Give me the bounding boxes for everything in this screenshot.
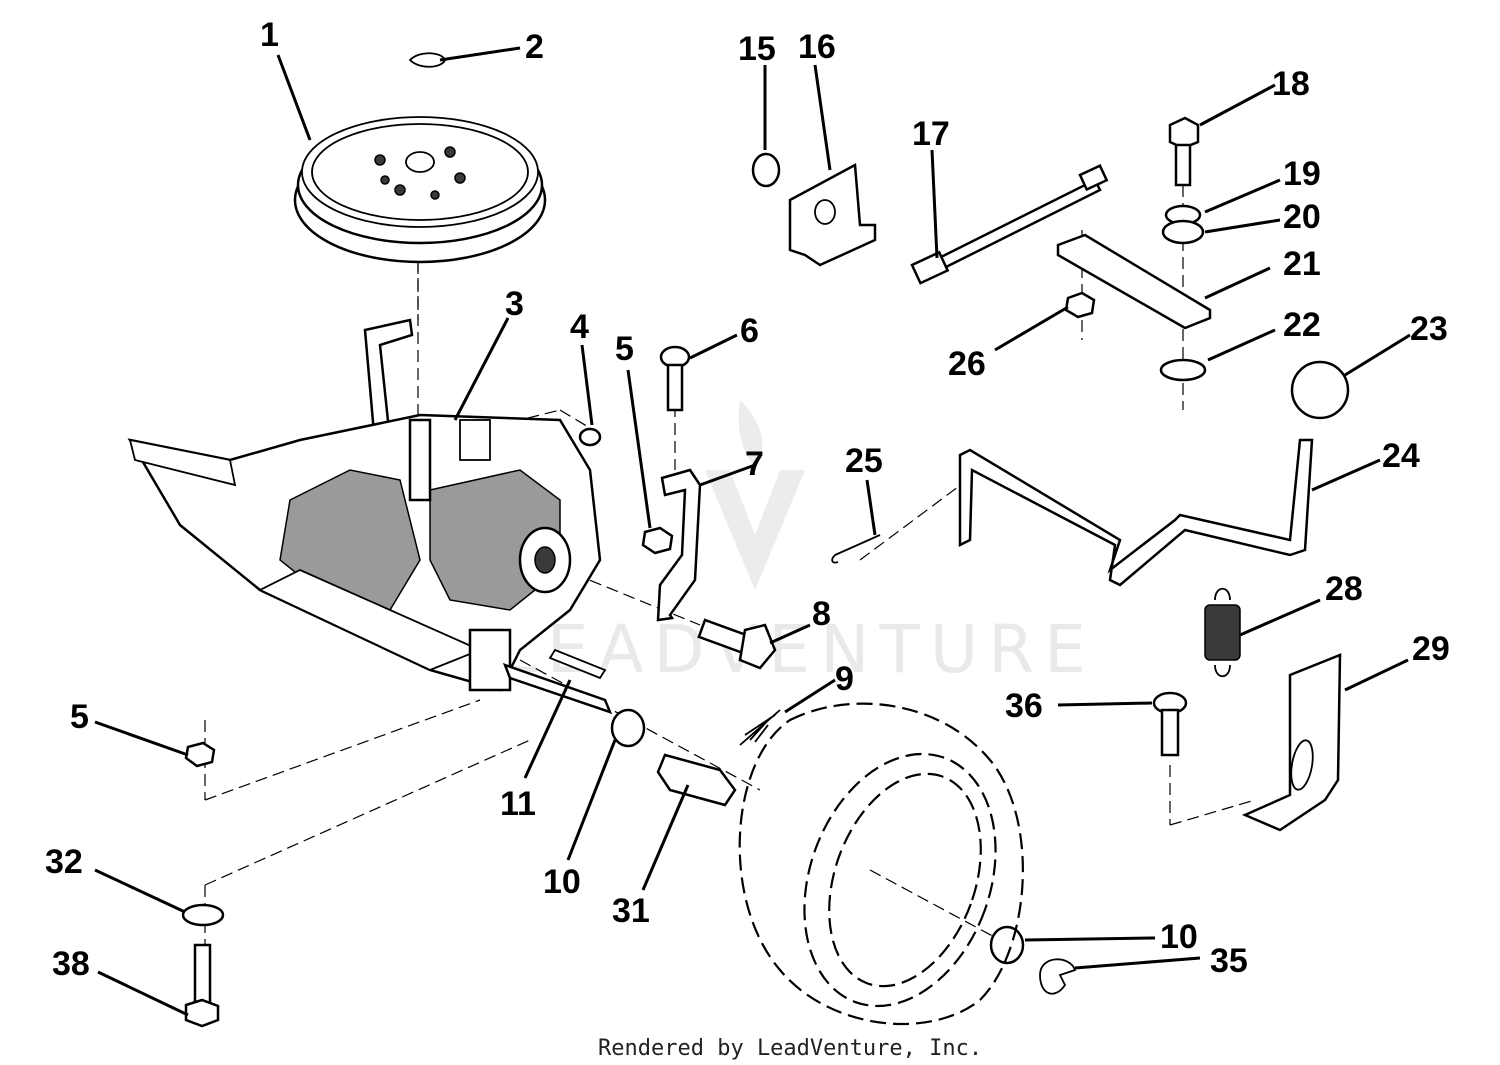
pulley [293, 116, 547, 264]
callout-4: 4 [570, 308, 589, 346]
callout-31: 31 [612, 892, 650, 930]
callout-10-wheel: 10 [1160, 918, 1198, 956]
callout-20: 20 [1283, 198, 1321, 236]
e-clip [1039, 958, 1077, 995]
axle-key [502, 662, 613, 715]
callout-16: 16 [798, 28, 836, 66]
woodruff-key [578, 427, 602, 447]
watermark-text: LEADVENTURE [500, 611, 1096, 688]
callout-35: 35 [1210, 942, 1248, 980]
hex-nut-upper [641, 526, 674, 555]
hex-nut-lower [184, 741, 216, 768]
flat-washer-20 [1161, 219, 1205, 245]
callout-17: 17 [912, 115, 950, 153]
callout-24: 24 [1382, 437, 1420, 475]
callout-5-upper: 5 [615, 330, 634, 368]
callout-6: 6 [740, 312, 759, 350]
hex-bolt-18 [1168, 116, 1200, 187]
callout-9: 9 [835, 660, 854, 698]
extension-spring-28 [1204, 587, 1241, 678]
rear-tire [738, 702, 1024, 1026]
shift-bracket [656, 468, 702, 622]
callout-36: 36 [1005, 687, 1043, 725]
callout-2: 2 [525, 28, 544, 66]
callout-19: 19 [1283, 155, 1321, 193]
hex-nut-26 [1064, 291, 1096, 319]
callout-25: 25 [845, 442, 883, 480]
callout-28: 28 [1325, 570, 1363, 608]
watermark-logo-icon [705, 400, 805, 590]
spring-bracket [1241, 653, 1342, 832]
callout-32: 32 [45, 843, 83, 881]
carriage-bolt [659, 345, 691, 412]
callout-29: 29 [1412, 630, 1450, 668]
control-plate [1056, 233, 1212, 330]
callout-8: 8 [812, 595, 831, 633]
washer-22 [1159, 358, 1207, 382]
leader-lines [94, 46, 1411, 1017]
callout-18: 18 [1272, 65, 1310, 103]
flat-washer-axle [610, 708, 646, 748]
shift-lever [958, 438, 1314, 587]
hex-bolt [697, 618, 777, 670]
adjustment-rod [910, 164, 1109, 285]
extension-spring-small [739, 709, 781, 746]
axle-spacer [656, 753, 737, 807]
callout-1: 1 [260, 16, 279, 54]
callout-22: 22 [1283, 306, 1321, 344]
callout-26: 26 [948, 345, 986, 383]
callout-7: 7 [745, 445, 764, 483]
callout-15: 15 [738, 30, 776, 68]
hex-bolt-38 [184, 943, 220, 1028]
callout-23: 23 [1410, 310, 1448, 348]
washer-15 [751, 152, 781, 188]
callout-21: 21 [1283, 245, 1321, 283]
transaxle [127, 413, 602, 692]
callout-11: 11 [500, 785, 536, 823]
shift-knob [1290, 360, 1350, 420]
callout-5-lower: 5 [70, 698, 89, 736]
callout-3: 3 [505, 285, 524, 323]
footer-credit: Rendered by LeadVenture, Inc. [598, 1036, 982, 1061]
callouts: 1 2 3 4 5 6 7 8 9 10 10 11 15 16 17 18 1… [45, 16, 1450, 983]
cotter-pin [831, 534, 881, 564]
callout-38: 38 [52, 945, 90, 983]
callout-10-axle: 10 [543, 863, 581, 901]
retaining-clip [408, 52, 446, 68]
hex-screw-36 [1152, 691, 1188, 757]
washer-32 [181, 903, 225, 927]
